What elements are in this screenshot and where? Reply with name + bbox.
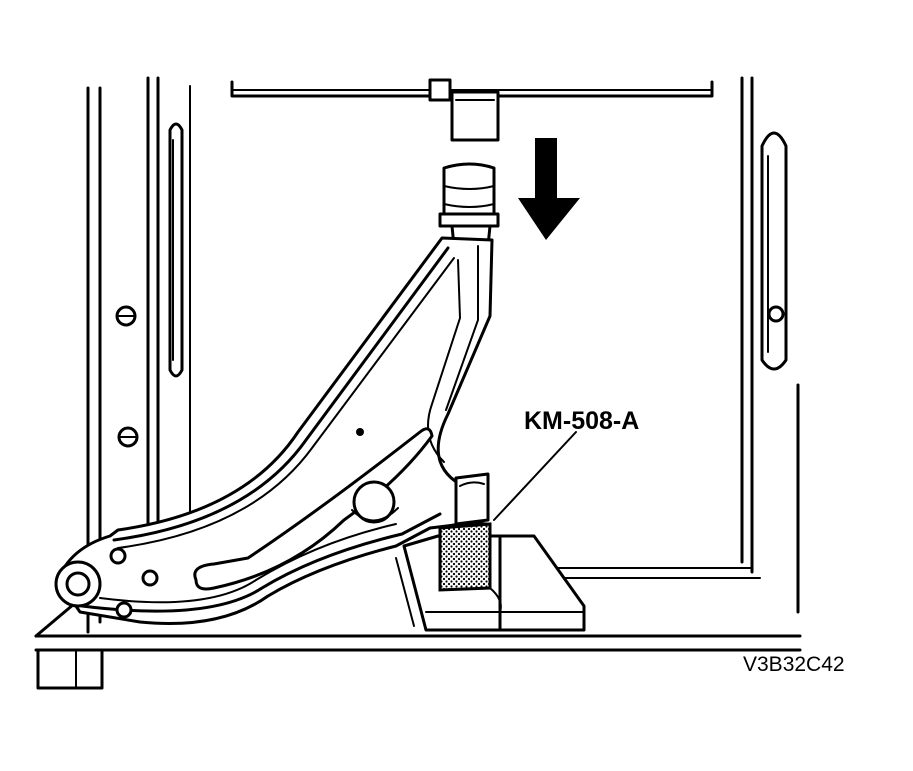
rear-bushing-inner: [65, 571, 91, 597]
km-508-a-tool-body: [438, 522, 492, 592]
right-column-bolt: [767, 305, 785, 323]
control-arm: [54, 236, 494, 625]
tool-leader-line: [493, 431, 577, 521]
arm-hole-2: [141, 569, 159, 587]
right-column-slot: [760, 131, 788, 371]
press-direction-arrow-icon: [518, 138, 580, 240]
ball-joint: [438, 162, 500, 248]
arm-hole-1: [109, 547, 127, 565]
km-508-a-tool: [438, 521, 502, 613]
press-ram: [230, 78, 714, 142]
press-ram-tip: [450, 90, 500, 142]
base-plate-foot: [36, 648, 104, 690]
press-right-column: [740, 76, 800, 614]
bushing-receiver: [454, 472, 490, 526]
front-bushing: [352, 480, 396, 524]
support-block-right: [498, 534, 586, 632]
control-arm-slot: [193, 427, 434, 591]
left-column-slot: [168, 122, 184, 378]
tool-label: KM-508-A: [524, 407, 639, 435]
figure-code: V3B32C42: [743, 653, 845, 676]
press-base-plate: [34, 567, 802, 690]
arm-hole-3: [115, 601, 133, 619]
press-left-column: [86, 76, 191, 634]
